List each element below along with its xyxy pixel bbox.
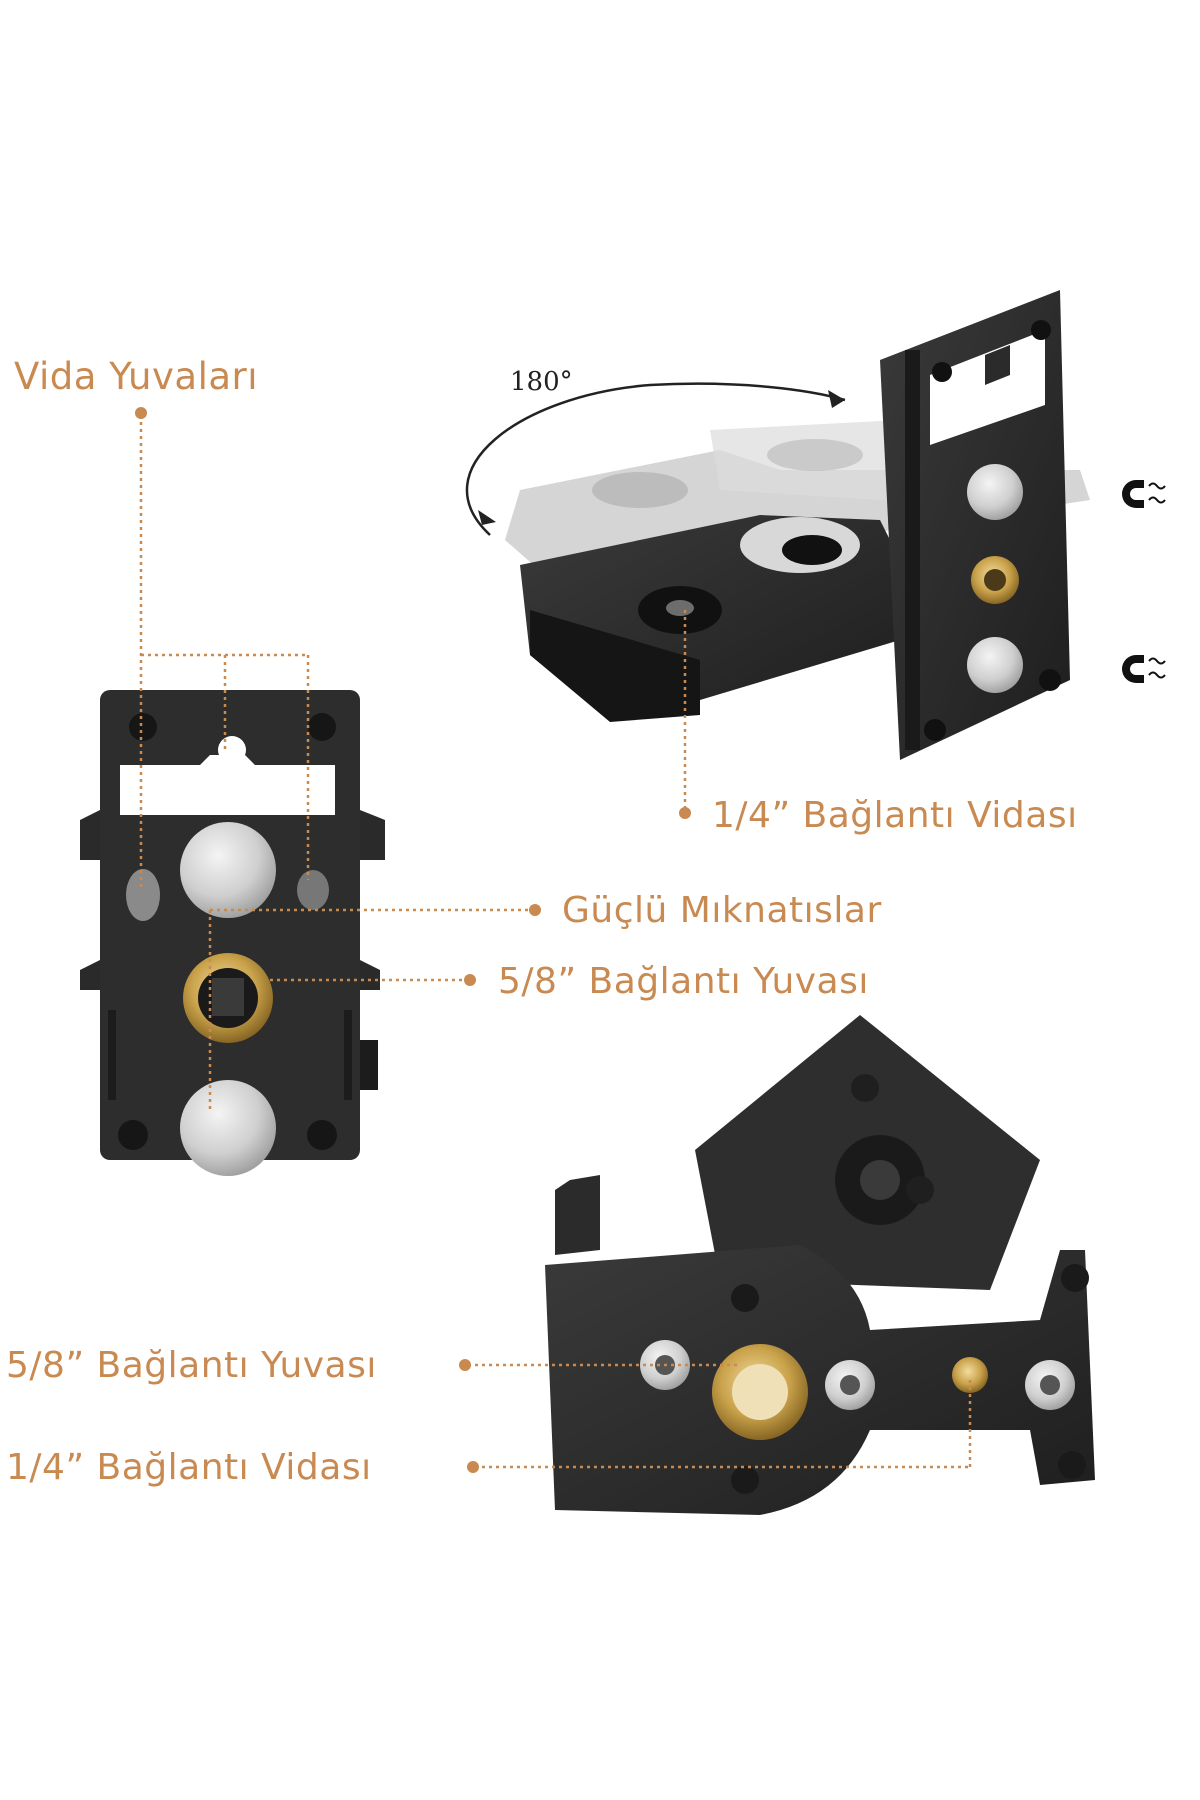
- rotation-arrow-icon: [465, 382, 846, 536]
- leader-lines: [139, 415, 972, 1469]
- front-view-bracket: [80, 690, 385, 1176]
- magnet-lower: [180, 1080, 276, 1176]
- label-screw-slots: Vida Yuvaları: [14, 355, 259, 398]
- magnet-icon: [1122, 480, 1166, 508]
- label-magnets: Güçlü Mıknatıslar: [562, 890, 882, 931]
- rotation-label: 180°: [510, 367, 573, 397]
- magnet-top: [967, 464, 1023, 520]
- brass-screw-side: [952, 1357, 988, 1393]
- label-mount-screw-bottom: 1/4” Bağlantı Vidası: [6, 1447, 372, 1488]
- label-mount-slot-mid: 5/8” Bağlantı Yuvası: [498, 961, 869, 1002]
- l-bracket-rotating: [505, 290, 1090, 760]
- magnet-bottom: [967, 637, 1023, 693]
- side-view-bracket: [545, 1015, 1095, 1515]
- magnet-upper: [180, 822, 276, 918]
- magnet-icon: [1122, 655, 1166, 683]
- label-mount-slot-bottom: 5/8” Bağlantı Yuvası: [6, 1345, 377, 1386]
- label-mount-screw-top: 1/4” Bağlantı Vidası: [712, 795, 1078, 836]
- leader-dots: [135, 407, 691, 1473]
